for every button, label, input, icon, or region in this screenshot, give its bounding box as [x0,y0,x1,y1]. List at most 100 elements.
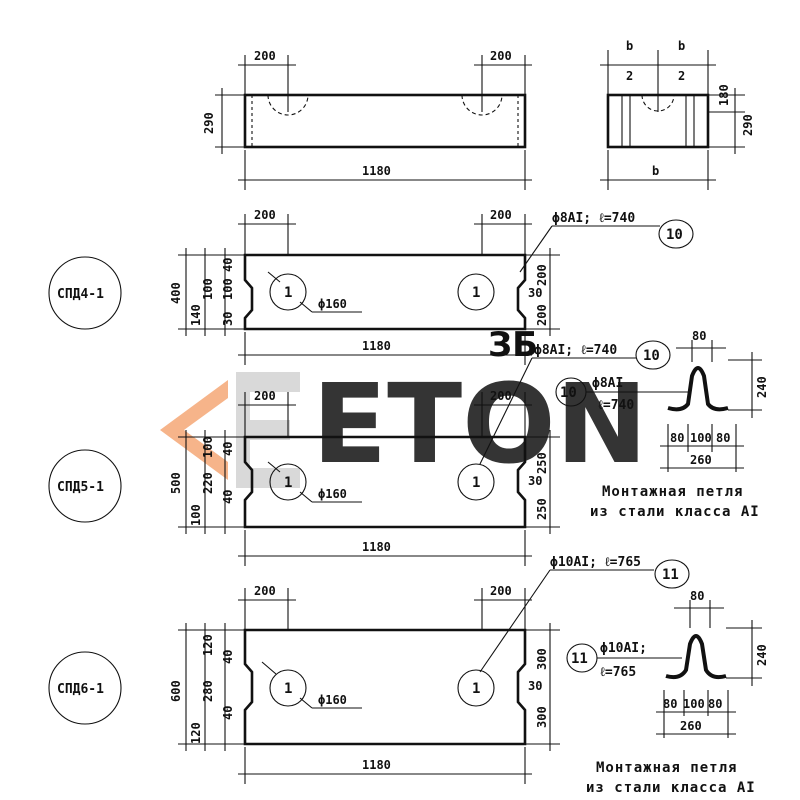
block-spd6-1: СПД6-1 1 1 ϕ160 200 200 ϕ10AI; ℓ=765 11 … [48,555,690,784]
loop-mark: 10 [560,385,577,401]
block-name: СПД5-1 [57,480,104,495]
watermark-logo-orange [160,380,228,480]
loop-mark: 11 [571,651,588,667]
edge-right: 200 [490,208,512,222]
right-dim-1: 250 [535,452,549,474]
loop-spec-1: ϕ8AI [592,376,623,391]
section-b-half-1-den: 2 [626,69,633,83]
left-dim-3: 100 [221,278,235,300]
left-dim-5: 120 [189,722,203,744]
watermark-logo-gray [236,372,300,488]
right-dim-2: 300 [535,706,549,728]
block-length: 1180 [362,540,391,554]
lifting-loop-1: 10 ϕ8AI ℓ=740 80 240 80 100 80 260 Монта… [555,329,769,520]
loop-top: 80 [690,589,704,603]
hole-diameter: ϕ160 [318,487,347,501]
cross-section-view: b 2 b 2 b 180 290 [600,39,755,190]
hole-diameter: ϕ160 [318,693,347,707]
loop-bottom-2: 100 [690,431,712,445]
section-290: 290 [741,114,755,136]
block-name: СПД4-1 [57,287,104,302]
top-elevation-view: 200 200 290 1180 [202,49,532,190]
left-dim-4: 40 [221,706,235,720]
section-b-half-1: b [626,39,633,53]
left-dim-3: 280 [201,680,215,702]
rebar-spec: ϕ8AI; ℓ=740 [534,343,617,358]
section-b: b [652,164,659,178]
edge-left: 200 [254,584,276,598]
right-dim-2: 250 [535,498,549,520]
left-dim-1: 40 [221,258,235,272]
loop-bottom-total: 260 [690,453,712,467]
watermark-word: ETON [312,360,648,488]
top-edge-200-right: 200 [490,49,512,63]
loop-bottom-1: 80 [670,431,684,445]
block-length: 1180 [362,339,391,353]
lifting-loop-2: 11 ϕ10AI; ℓ=765 80 240 80 100 80 260 Мон… [566,589,769,796]
top-height-290: 290 [202,112,216,134]
block-height: 500 [169,472,183,494]
block-height: 600 [169,680,183,702]
hole-mark-left: 1 [284,475,292,491]
left-dim-4: 140 [189,304,203,326]
loop-spec-2: ℓ=765 [599,665,636,680]
loop-bottom-2: 100 [683,697,705,711]
block-length: 1180 [362,758,391,772]
rebar-spec: ϕ10AI; ℓ=765 [550,555,641,570]
section-b-half-2: b [678,39,685,53]
left-dim-5: 100 [189,504,203,526]
watermark-small: ЗБ [488,325,538,365]
right-dim-2: 200 [535,304,549,326]
left-dim-1: 40 [221,442,235,456]
edge-left: 200 [254,208,276,222]
loop-spec-1: ϕ10AI; [600,641,647,656]
loop-spec-2: ℓ=740 [597,398,634,413]
block-name: СПД6-1 [57,682,104,697]
notch: 30 [528,679,542,693]
hole-mark-left: 1 [284,681,292,697]
loop-bottom-3: 80 [716,431,730,445]
right-dim-1: 300 [535,648,549,670]
notch: 30 [528,286,542,300]
left-dim-1: 40 [221,650,235,664]
rebar-spec: ϕ8AI; ℓ=740 [552,211,635,226]
rebar-mark: 10 [666,227,683,243]
right-dim-1: 200 [535,264,549,286]
hole-mark-left: 1 [284,285,292,301]
left-dim-2: 100 [201,278,215,300]
edge-right: 200 [490,584,512,598]
block-height: 400 [169,282,183,304]
loop-bottom-1: 80 [663,697,677,711]
loop-bottom-3: 80 [708,697,722,711]
loop-height: 240 [755,376,769,398]
hole-mark-right: 1 [472,681,480,697]
notch: 30 [528,474,542,488]
left-dim-4: 40 [221,490,235,504]
loop-caption-2: из стали класса AI [586,780,756,796]
section-180: 180 [717,84,731,106]
left-dim-2: 120 [201,634,215,656]
loop-height: 240 [755,644,769,666]
hole-mark-right: 1 [472,475,480,491]
loop-top: 80 [692,329,706,343]
left-dim-5: 30 [221,312,235,326]
loop-bottom-total: 260 [680,719,702,733]
top-length: 1180 [362,164,391,178]
loop-caption-1: Монтажная петля [596,760,737,776]
block-spd5-1: СПД5-1 1 1 ϕ160 200 200 ϕ8AI; ℓ=740 10 5… [48,340,671,566]
loop-caption-2: из стали класса AI [590,504,760,520]
edge-left: 200 [254,389,276,403]
hole-mark-right: 1 [472,285,480,301]
hole-diameter: ϕ160 [318,297,347,311]
left-dim-2: 100 [201,436,215,458]
section-b-half-2-den: 2 [678,69,685,83]
watermark: ETON ЗБ [160,325,648,488]
left-dim-3: 220 [201,472,215,494]
edge-right: 200 [490,389,512,403]
rebar-mark: 10 [643,348,660,364]
loop-caption-1: Монтажная петля [602,484,743,500]
top-edge-200-left: 200 [254,49,276,63]
block-spd4-1: СПД4-1 1 1 ϕ160 200 200 ϕ8AI; ℓ=740 10 4… [48,208,694,365]
rebar-mark: 11 [662,567,679,583]
